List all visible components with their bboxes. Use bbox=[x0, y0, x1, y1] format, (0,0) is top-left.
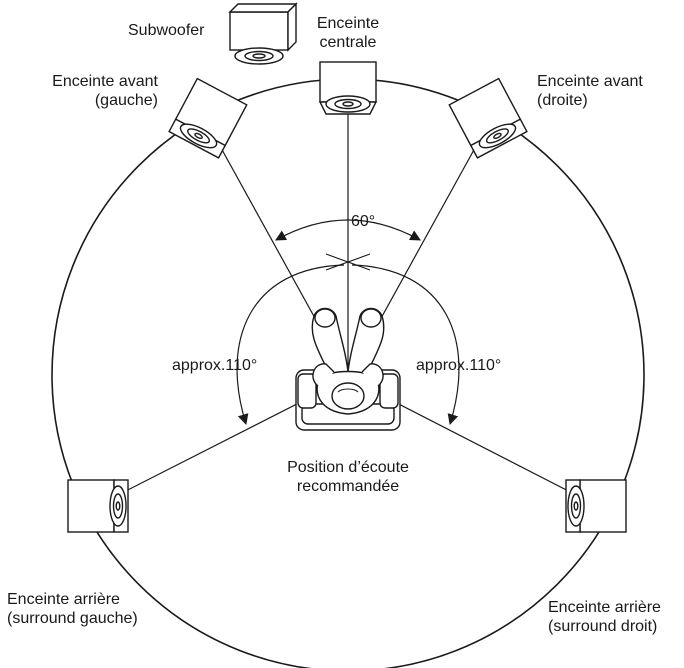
subwoofer-label: Subwoofer bbox=[128, 22, 205, 39]
rear-left-label-line1: Enceinte arrière bbox=[7, 591, 120, 608]
listening-position-label: Position d’écoute recommandée bbox=[268, 458, 428, 496]
center-speaker-icon bbox=[318, 61, 378, 115]
angle-110-right-label: approx.110° bbox=[416, 357, 502, 374]
front-left-label: Enceinte avant (gauche) bbox=[34, 72, 158, 110]
angle-60-label: 60° bbox=[351, 213, 376, 230]
angle-arc-110-left bbox=[236, 264, 345, 426]
front-left-speaker-icon bbox=[168, 77, 248, 159]
speaker-lines bbox=[111, 112, 583, 499]
angle-110-left-label: approx.110° bbox=[172, 357, 258, 374]
front-right-label-line1: Enceinte avant bbox=[537, 73, 643, 90]
front-left-label-line1: Enceinte avant bbox=[52, 73, 158, 90]
angle-arc-110-right bbox=[351, 264, 460, 426]
front-right-speaker-icon bbox=[448, 77, 528, 159]
rear-right-label-line2: (surround droit) bbox=[548, 618, 658, 635]
listening-label-line2: recommandée bbox=[296, 478, 400, 495]
rear-right-label: Enceinte arrière (surround droit) bbox=[548, 598, 661, 636]
listener-icon bbox=[295, 307, 401, 431]
center-speaker-label: Enceinte centrale bbox=[308, 14, 388, 52]
center-label-line1: Enceinte bbox=[316, 15, 380, 32]
rear-right-label-line1: Enceinte arrière bbox=[548, 599, 661, 616]
front-right-label: Enceinte avant (droite) bbox=[537, 72, 643, 110]
rear-right-speaker-icon bbox=[565, 479, 627, 533]
center-tick bbox=[325, 253, 371, 271]
rear-left-label-line2: (surround gauche) bbox=[7, 610, 138, 627]
listening-label-line1: Position d’écoute bbox=[287, 459, 409, 476]
front-left-label-line2: (gauche) bbox=[94, 92, 158, 109]
subwoofer-icon bbox=[228, 2, 298, 65]
rear-left-speaker-icon bbox=[67, 479, 129, 533]
center-label-line2: centrale bbox=[319, 34, 377, 51]
rear-left-label: Enceinte arrière (surround gauche) bbox=[7, 590, 138, 628]
angle-arc-60 bbox=[275, 219, 421, 241]
front-right-label-line2: (droite) bbox=[537, 92, 588, 109]
